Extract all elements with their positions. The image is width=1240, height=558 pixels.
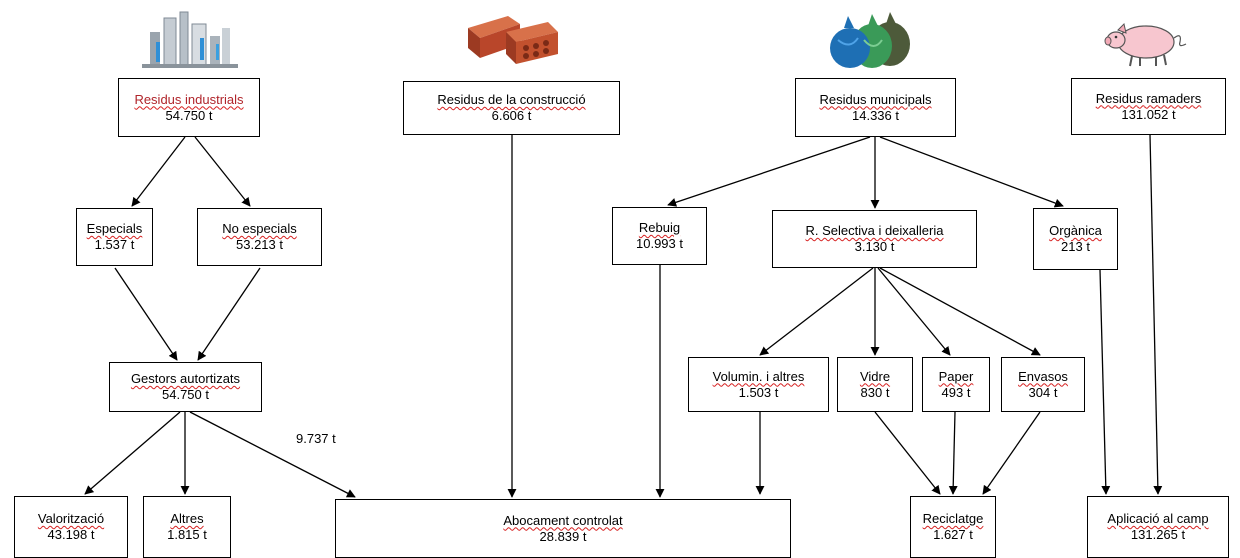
rebuig-value: 10.993 t <box>636 236 683 251</box>
vidre-box: Vidre 830 t <box>837 357 913 412</box>
no-especials-value: 53.213 t <box>236 237 283 252</box>
vidre-label: Vidre <box>859 368 891 384</box>
envasos-value: 304 t <box>1028 384 1058 400</box>
industrial-waste-label: Residus industrials <box>134 91 244 107</box>
gestors-value: 54.750 t <box>162 387 209 402</box>
volumin-label: Volumin. i altres <box>712 368 805 384</box>
no-especials-label: No especials <box>222 221 297 236</box>
selectiva-value: 3.130 t <box>854 239 895 254</box>
aplicacio-label: Aplicació al camp <box>1107 511 1209 526</box>
paper-value: 493 t <box>941 384 971 400</box>
municipal-waste-value: 14.336 t <box>852 107 899 123</box>
altres-value: 1.815 t <box>167 527 207 542</box>
valoritzacio-label: Valorització <box>37 511 105 526</box>
municipal-waste-box: Residus municipals 14.336 t <box>795 78 956 137</box>
gestors-label: Gestors autortizats <box>130 371 241 386</box>
especials-box: Especials 1.537 t <box>76 208 153 266</box>
especials-value: 1.537 t <box>94 237 135 252</box>
rebuig-box: Rebuig 10.993 t <box>612 207 707 265</box>
abocament-box: Abocament controlat 28.839 t <box>335 499 791 558</box>
selectiva-box: R. Selectiva i deixalleria 3.130 t <box>772 210 977 268</box>
construction-waste-box: Residus de la construcció 6.606 t <box>403 81 620 135</box>
livestock-waste-label: Residus ramaders <box>1095 90 1202 106</box>
organica-box: Orgànica 213 t <box>1033 208 1118 270</box>
construction-waste-value: 6.606 t <box>491 108 532 123</box>
no-especials-box: No especials 53.213 t <box>197 208 322 266</box>
envasos-label: Envasos <box>1018 368 1068 384</box>
valoritzacio-value: 43.198 t <box>47 527 95 542</box>
abocament-label: Abocament controlat <box>503 512 623 528</box>
bricks-icon <box>468 16 558 64</box>
aplicacio-value: 131.265 t <box>1130 527 1186 542</box>
reciclatge-value: 1.627 t <box>933 527 973 542</box>
industrial-waste-box: Residus industrials 54.750 t <box>118 78 260 137</box>
industrial-waste-value: 54.750 t <box>165 107 213 123</box>
paper-label: Paper <box>938 368 974 384</box>
reciclatge-label: Reciclatge <box>922 511 984 526</box>
garbage-bags-icon <box>830 12 910 68</box>
pig-icon <box>1104 23 1187 67</box>
landfill-flow-label: 9.737 t <box>296 431 336 446</box>
aplicacio-box: Aplicació al camp 131.265 t <box>1087 496 1229 558</box>
envasos-box: Envasos 304 t <box>1001 357 1085 412</box>
volumin-value: 1.503 t <box>738 384 779 400</box>
altres-label: Altres <box>170 511 204 526</box>
organica-value: 213 t <box>1061 239 1090 254</box>
construction-waste-label: Residus de la construcció <box>437 92 586 107</box>
reciclatge-box: Reciclatge 1.627 t <box>910 496 996 558</box>
rebuig-label: Rebuig <box>638 220 681 235</box>
gestors-box: Gestors autortizats 54.750 t <box>109 362 262 412</box>
altres-box: Altres 1.815 t <box>143 496 231 558</box>
selectiva-label: R. Selectiva i deixalleria <box>805 223 944 238</box>
livestock-waste-box: Residus ramaders 131.052 t <box>1071 78 1226 135</box>
valoritzacio-box: Valorització 43.198 t <box>14 496 128 558</box>
volumin-box: Volumin. i altres 1.503 t <box>688 357 829 412</box>
vidre-value: 830 t <box>860 384 890 400</box>
industrial-plant-icon <box>142 11 238 68</box>
abocament-value: 28.839 t <box>539 528 587 544</box>
organica-label: Orgànica <box>1049 223 1102 238</box>
livestock-waste-value: 131.052 t <box>1121 106 1176 122</box>
municipal-waste-label: Residus municipals <box>819 91 932 107</box>
paper-box: Paper 493 t <box>922 357 990 412</box>
especials-label: Especials <box>86 221 143 236</box>
